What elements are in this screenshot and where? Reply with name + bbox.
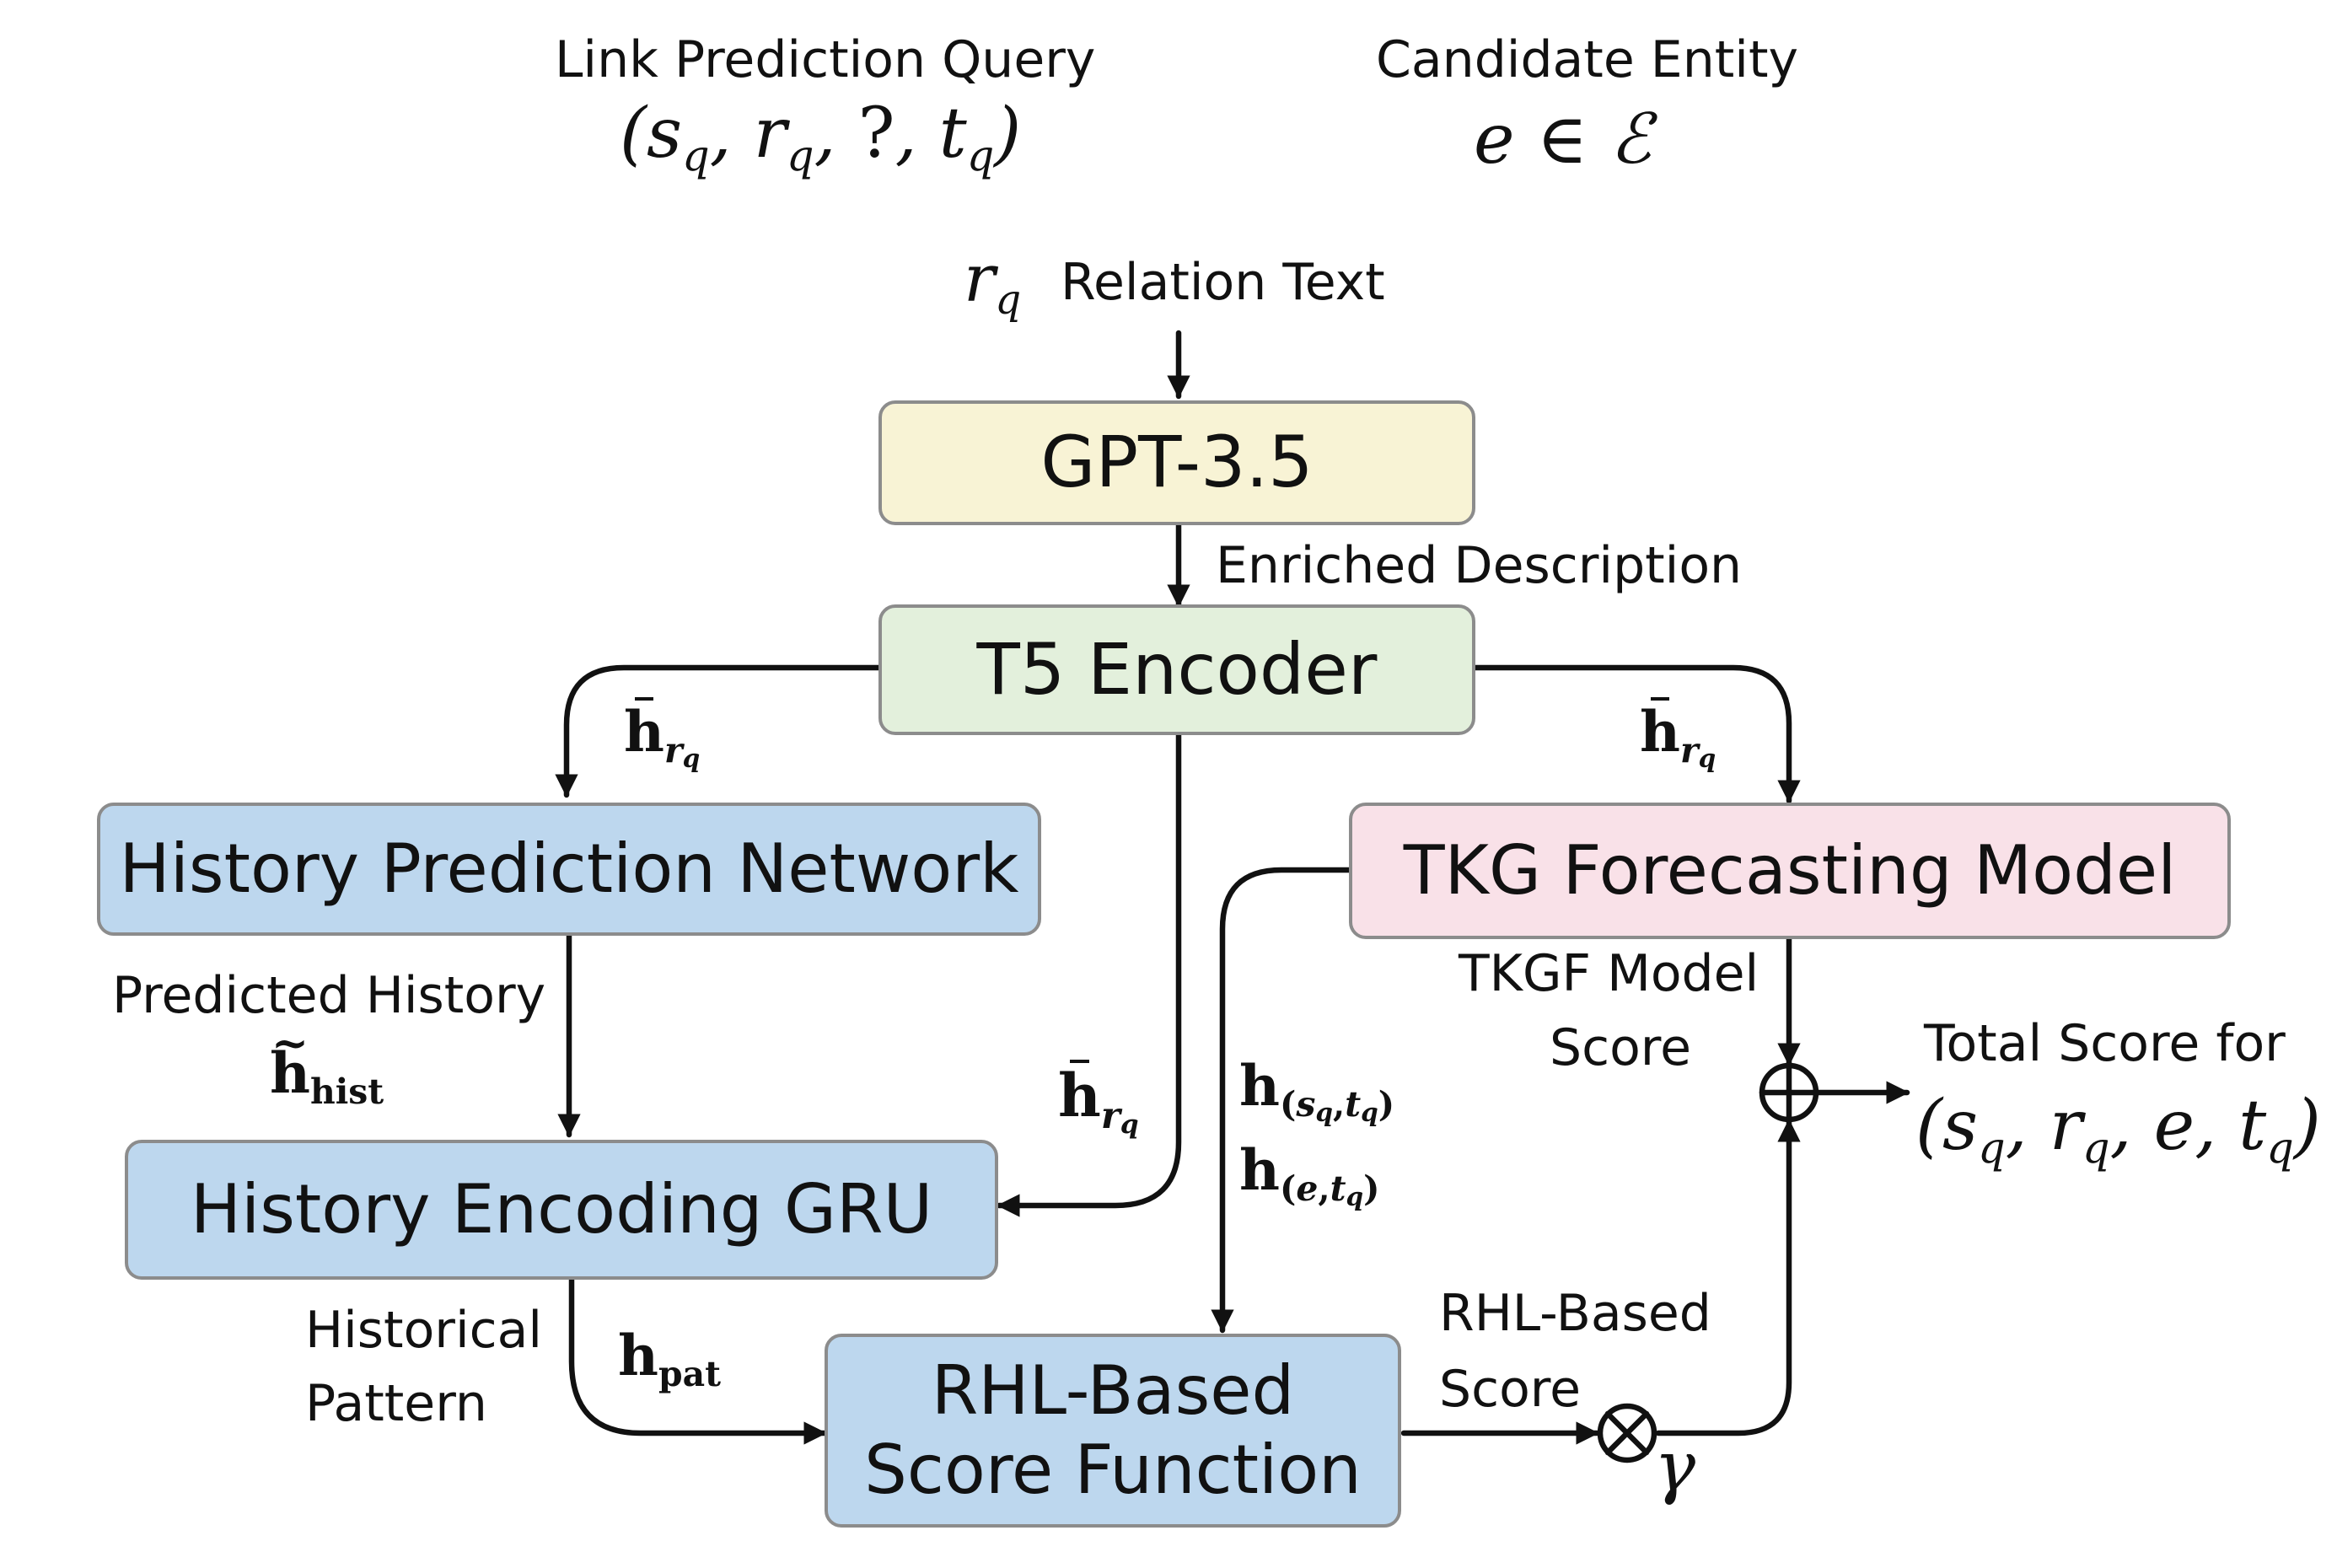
h-rq-right-label: hrq bbox=[1640, 697, 1716, 773]
h-rq-center-label: hrq bbox=[1058, 1059, 1139, 1141]
total-score-label: Total Score for bbox=[1924, 1014, 2286, 1073]
t5-encoder-box: T5 Encoder bbox=[878, 604, 1475, 735]
relation-symbol: rq bbox=[964, 241, 1022, 325]
rhl-score-label-line1: RHL-Based bbox=[1439, 1284, 1711, 1343]
predicted-history-label: Predicted History bbox=[112, 966, 546, 1025]
arrow-mult-to-sum bbox=[1655, 1118, 1801, 1436]
candidate-math: e ∈ ℰ bbox=[1474, 99, 1652, 180]
multiply-operator-icon bbox=[1597, 1403, 1657, 1463]
history-encoding-gru-box: History Encoding GRU bbox=[125, 1140, 998, 1280]
arrow-t5-to-gru bbox=[996, 730, 1182, 1217]
history-prediction-network-box: History Prediction Network bbox=[97, 803, 1041, 936]
query-label: Link Prediction Query bbox=[555, 30, 1096, 89]
relation-label: Relation Text bbox=[1061, 253, 1385, 312]
arrow-t5-to-tkg bbox=[1470, 664, 1801, 804]
rhl-score-label-line2: Score bbox=[1439, 1360, 1582, 1419]
tkgf-score-label-line2: Score bbox=[1550, 1018, 1692, 1077]
historical-pattern-line1: Historical bbox=[305, 1301, 543, 1360]
gpt-box: GPT-3.5 bbox=[878, 400, 1475, 525]
h-hist-label: hhist bbox=[270, 1021, 384, 1109]
rhl-box-line2: Score Function bbox=[864, 1431, 1362, 1509]
historical-pattern-line2: Pattern bbox=[305, 1374, 487, 1433]
h-sq-tq-label: h(sq,tq) bbox=[1239, 1053, 1395, 1127]
enriched-description-label: Enriched Description bbox=[1216, 536, 1743, 595]
total-score-math: (sq, rq, e, tq) bbox=[1915, 1086, 2321, 1173]
gamma-label: γ bbox=[1654, 1427, 1696, 1507]
arrow-gru-to-rhl bbox=[568, 1274, 828, 1445]
tkgf-score-label-line1: TKGF Model bbox=[1459, 944, 1759, 1003]
tkg-forecasting-model-box: TKG Forecasting Model bbox=[1349, 803, 2231, 939]
h-rq-left-label: hrq bbox=[624, 697, 701, 773]
rhl-box-line1: RHL-Based bbox=[931, 1351, 1295, 1430]
h-pat-label: hpat bbox=[618, 1323, 722, 1395]
h-e-tq-label: h(e,tq) bbox=[1239, 1137, 1380, 1211]
query-math: (sq, rq, ?, tq) bbox=[620, 94, 1022, 181]
candidate-label: Candidate Entity bbox=[1376, 30, 1798, 89]
arrow-tkg-to-rhl bbox=[1211, 867, 1357, 1334]
rhl-score-function-box: RHL-Based Score Function bbox=[825, 1334, 1401, 1528]
arrow-t5-to-hpn bbox=[555, 664, 884, 798]
